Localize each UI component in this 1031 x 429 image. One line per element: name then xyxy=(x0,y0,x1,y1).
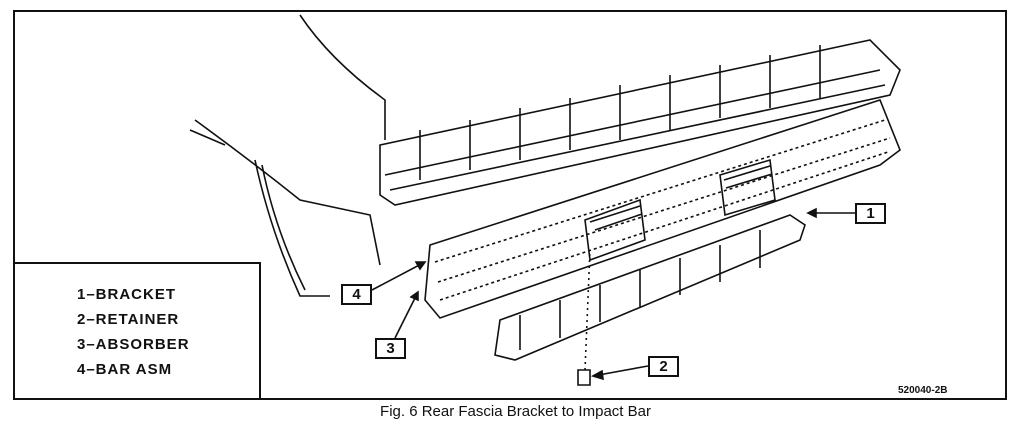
rear-panel xyxy=(379,39,901,206)
callout-3: 3 xyxy=(375,338,406,359)
legend-item-bar-asm: 4–BAR ASM xyxy=(77,361,173,378)
drawing-code: 520040-2B xyxy=(898,385,948,396)
legend-item-retainer: 2–RETAINER xyxy=(77,311,180,328)
quarter-edge xyxy=(261,164,306,291)
bracket xyxy=(494,214,806,361)
parts-legend: 1–BRACKET 2–RETAINER 3–ABSORBER 4–BAR AS… xyxy=(13,262,261,400)
callout-4: 4 xyxy=(341,284,372,305)
impact-bar xyxy=(424,99,901,319)
retainer xyxy=(577,369,591,386)
quarter-panel-outline xyxy=(189,119,381,297)
deck-lid-outline xyxy=(299,14,386,140)
retainer-centerline xyxy=(584,249,591,371)
leader-lines xyxy=(371,207,855,381)
figure-caption: Fig. 6 Rear Fascia Bracket to Impact Bar xyxy=(380,403,651,420)
legend-item-absorber: 3–ABSORBER xyxy=(77,336,190,353)
panel-ribs xyxy=(419,45,821,180)
rear-panel-inner xyxy=(384,69,886,191)
absorber xyxy=(584,158,776,262)
callout-2: 2 xyxy=(648,356,679,377)
legend-item-bracket: 1–BRACKET xyxy=(77,286,177,303)
callout-1: 1 xyxy=(855,203,886,224)
impact-bar-lines xyxy=(434,119,891,301)
figure-frame xyxy=(13,10,1007,400)
